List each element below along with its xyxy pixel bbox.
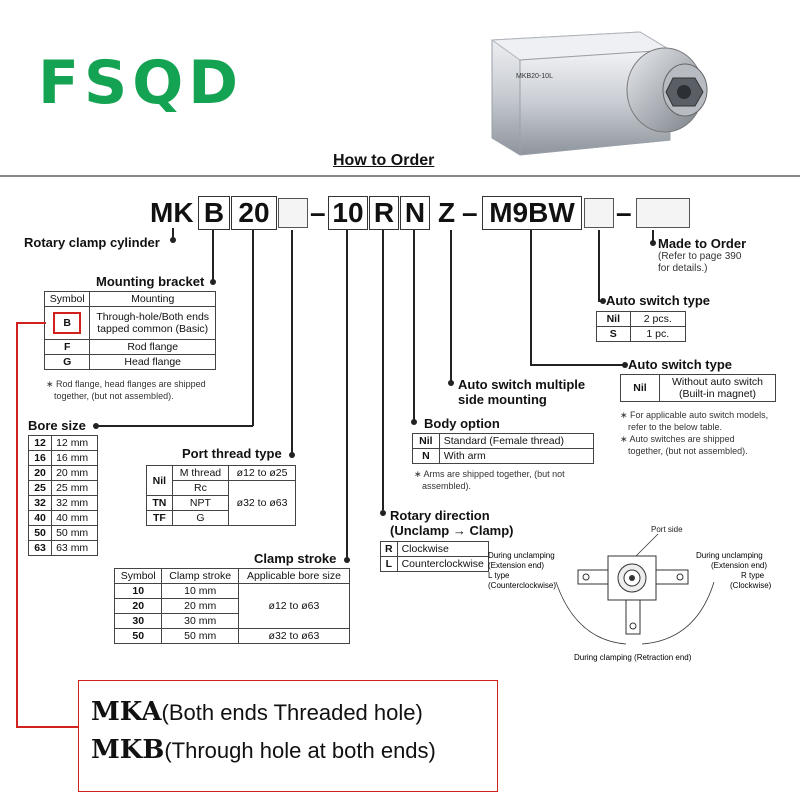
code-z: Z xyxy=(438,197,456,228)
code-stroke: 10 xyxy=(328,196,368,230)
product-label: MKB20-10L xyxy=(516,73,553,80)
code-dash2: – xyxy=(462,197,478,228)
code-r: R xyxy=(369,196,399,230)
label-rotary-direction: Rotary direction(Unclamp → Clamp) xyxy=(390,508,514,538)
svg-text:(Extension end): (Extension end) xyxy=(711,561,767,570)
svg-text:Port side: Port side xyxy=(651,525,683,534)
label-bore-size: Bore size xyxy=(28,418,86,433)
svg-text:(Extension end): (Extension end) xyxy=(488,561,544,570)
rotation-diagram: Port side During unclamping (Extension e… xyxy=(488,525,772,662)
svg-text:(Clockwise): (Clockwise) xyxy=(730,581,772,590)
svg-text:(Counterclockwise): (Counterclockwise) xyxy=(488,581,556,590)
svg-text:L type: L type xyxy=(488,571,510,580)
code-port-box xyxy=(278,198,308,228)
divider xyxy=(0,175,800,177)
mk-type-box: MKA(Both ends Threaded hole) MKB(Through… xyxy=(78,680,498,792)
svg-text:During unclamping: During unclamping xyxy=(696,551,763,560)
code-n: N xyxy=(400,196,430,230)
code-b: B xyxy=(198,196,230,230)
label-auto-switch-qty: Auto switch type xyxy=(606,293,711,308)
label-mounting-bracket: Mounting bracket xyxy=(96,274,205,289)
label-body-option: Body option xyxy=(424,416,500,431)
code-switch: M9BW xyxy=(482,196,582,230)
code-dash1: – xyxy=(310,197,326,228)
product-photo: MKB20-10L xyxy=(490,31,708,156)
label-clamp-stroke: Clamp stroke xyxy=(254,551,337,566)
mkb-line: MKB(Through hole at both ends) xyxy=(91,735,436,765)
svg-text:During unclamping: During unclamping xyxy=(488,551,555,560)
code-qty-box xyxy=(584,198,614,228)
label-auto-switch-type: Auto switch type xyxy=(628,357,733,372)
label-port-thread: Port thread type xyxy=(182,446,282,461)
label-rotary-clamp: Rotary clamp cylinder xyxy=(24,235,160,250)
highlight-b: B xyxy=(53,312,81,334)
label-made-to-order: Made to Order xyxy=(658,236,747,251)
page-title: How to Order xyxy=(333,152,435,169)
code-bore: 20 xyxy=(231,196,277,230)
mka-line: MKA(Both ends Threaded hole) xyxy=(91,697,423,727)
svg-text:During clamping (Retraction en: During clamping (Retraction end) xyxy=(574,653,692,662)
code-dash3: – xyxy=(616,197,632,228)
svg-text:R type: R type xyxy=(741,571,765,580)
code-mto-box xyxy=(636,198,690,228)
brand-logo: FSQD xyxy=(38,48,244,118)
code-mk: MK xyxy=(150,197,194,228)
switch-type-note: ∗ For applicable auto switch models,refe… xyxy=(620,410,769,456)
